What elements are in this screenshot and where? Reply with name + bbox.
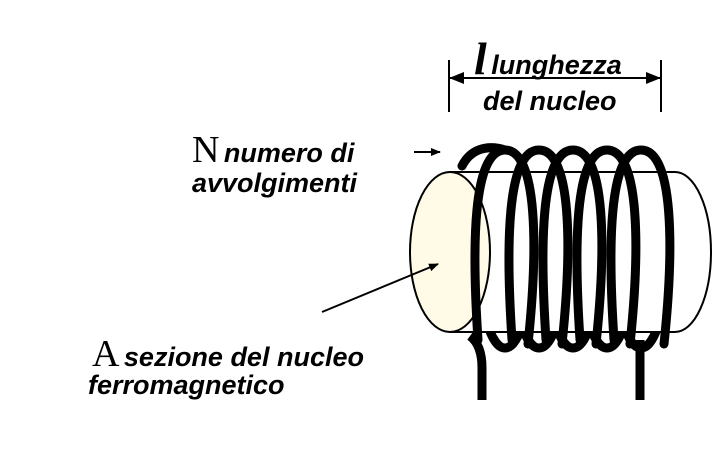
section-pointer-arrow bbox=[321, 263, 439, 313]
coil-front-windings bbox=[457, 143, 675, 349]
coil-lead-left bbox=[467, 332, 487, 400]
coil-start-wire bbox=[457, 143, 510, 171]
turns-label-line1: numero di bbox=[223, 138, 355, 168]
length-symbol: l bbox=[474, 33, 487, 84]
dimension-arrow-left bbox=[449, 72, 464, 84]
section-symbol: A bbox=[92, 333, 120, 375]
turns-label-line2: avvolgimenti bbox=[192, 168, 358, 198]
coil-turn bbox=[538, 145, 607, 349]
length-dimension bbox=[448, 60, 662, 112]
dimension-arrow-right bbox=[646, 72, 661, 84]
turns-label: N numero di bbox=[192, 128, 354, 172]
section-label: A sezione del nucleo bbox=[92, 332, 364, 376]
length-label-line2: del nucleo bbox=[483, 86, 617, 116]
coil-turn bbox=[504, 145, 573, 349]
length-label-line1: lunghezza bbox=[491, 50, 622, 80]
turns-symbol: N bbox=[192, 129, 220, 171]
coil-turn bbox=[606, 145, 675, 349]
section-label-line2: ferromagnetico bbox=[88, 370, 285, 400]
section-label-line1: sezione del nucleo bbox=[123, 342, 364, 372]
coil-turn bbox=[572, 145, 641, 349]
length-label: l lunghezza bbox=[474, 32, 622, 85]
core-face bbox=[409, 171, 491, 333]
